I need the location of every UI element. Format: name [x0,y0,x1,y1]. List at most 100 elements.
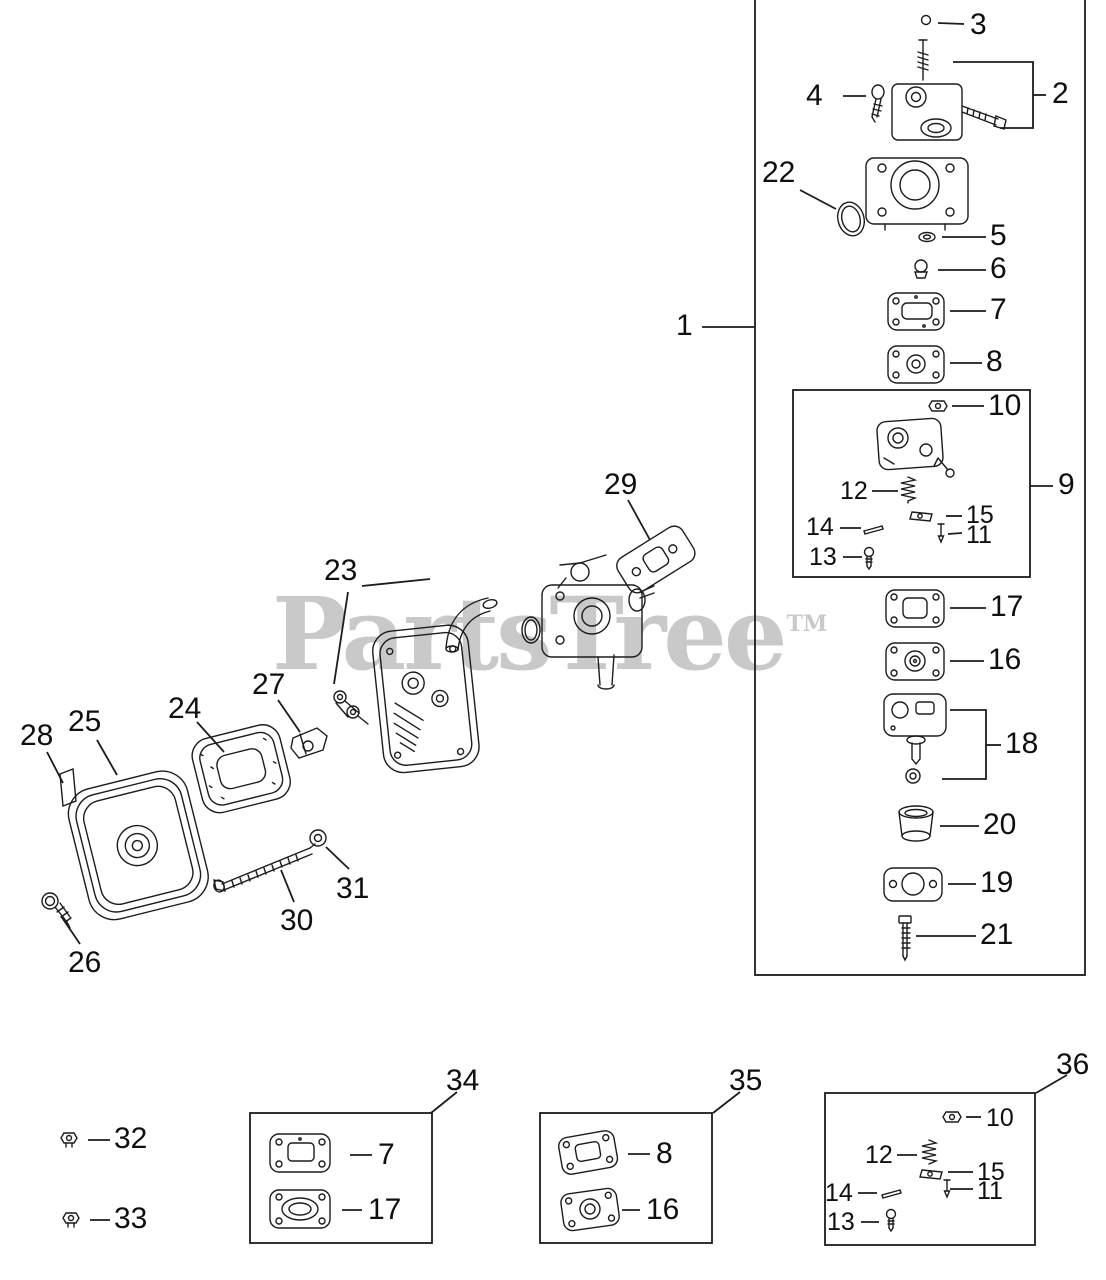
part-30-bolt-drawing [213,843,316,893]
callout-28: 28 [20,719,54,752]
callout-13: 13 [809,543,837,571]
carburetor-drawing [521,554,655,690]
part-33-nut-drawing [62,1212,80,1228]
part-20-cup-drawing [898,805,934,842]
backplate-drawing [372,624,480,774]
kit-box-35 [539,1112,713,1244]
callout-33: 33 [114,1202,148,1235]
callout-21: 21 [980,918,1014,951]
kit36-part-11-needle-drawing [943,1179,951,1199]
part-17-gasket-drawing [885,589,945,628]
kit36-part-14-pin-drawing [881,1189,902,1199]
part-18-pump-body-drawing [883,693,947,766]
callout-kit36-14: 14 [825,1179,853,1207]
callout-2: 2 [1052,77,1069,110]
metering-set-box-9 [792,389,1031,578]
kit36-part-10-drawing [942,1111,962,1123]
callout-kit34-7: 7 [378,1138,395,1171]
part-28-strip-drawing [59,768,77,807]
part-32-nut-drawing [60,1132,78,1148]
callout-16: 16 [988,643,1022,676]
callout-12: 12 [840,477,868,505]
part-22-oring-drawing [836,201,866,237]
part-4-screw-drawing [871,84,885,123]
callout-kit35-8: 8 [656,1137,673,1170]
elbow-pipe-drawing [445,597,498,653]
part-19-flange-drawing [883,867,943,902]
part-13-screw-drawing [863,546,875,571]
part-15-lever-drawing [909,511,933,522]
kit34-part-7-drawing [269,1133,331,1173]
part-14-pin-drawing [863,525,884,535]
callout-6: 6 [990,252,1007,285]
part-drawings [41,14,1007,1233]
callout-19: 19 [980,866,1014,899]
callout-36: 36 [1056,1048,1090,1081]
part-21-screw-drawing [898,915,912,962]
callout-kit35-16: 16 [646,1193,680,1226]
kit35-part-16-drawing [560,1187,620,1232]
part-11-needle-drawing [937,523,945,544]
part-7-gasket-drawing [887,292,945,331]
kit-box-34 [249,1112,433,1244]
part-10-nut-drawing [928,400,948,412]
main-assembly-box [754,0,1086,976]
callout-5: 5 [990,219,1007,252]
watermark-text: PartsTree [272,575,788,693]
part-12-spring-drawing [900,476,918,504]
callout-7: 7 [990,293,1007,326]
callout-34: 34 [446,1064,480,1097]
part-26-screw-drawing [41,892,72,929]
callout-3: 3 [970,8,987,41]
callout-32: 32 [114,1122,148,1155]
callout-24: 24 [168,692,202,725]
callout-15: 15 [966,501,994,529]
callout-11: 11 [966,521,992,549]
callout-22: 22 [762,156,796,189]
watermark: PartsTreeTM [272,584,827,684]
part-18-nut-drawing [905,768,921,784]
callout-kit36-11: 11 [977,1177,1003,1205]
callout-18: 18 [1005,727,1039,760]
callout-8: 8 [986,345,1003,378]
callout-26: 26 [68,946,102,979]
callout-kit34-17: 17 [368,1193,402,1226]
callout-kit36-10: 10 [986,1104,1014,1132]
callout-30: 30 [280,904,314,937]
watermark-tm-mark: TM [786,611,828,637]
callout-17: 17 [990,590,1024,623]
part-25-cover-drawing [67,770,209,921]
callout-4: 4 [806,79,823,112]
callout-29: 29 [604,468,638,501]
assembly-boxes [249,0,1086,1246]
leader-lines [46,22,1068,1223]
callout-31: 31 [336,872,370,905]
part-27-bracket-drawing [290,727,328,759]
callout-kit36-15: 15 [977,1158,1005,1186]
carburetor-body-drawing [865,157,969,231]
callout-23: 23 [324,554,358,587]
kit35-part-8-drawing [558,1130,619,1175]
part-6-cap-drawing [914,259,928,279]
kit36-part-13-screw-drawing [885,1208,897,1233]
kit-box-36 [824,1092,1036,1246]
part-8-diaphragm-drawing [887,345,945,384]
part-5-washer-drawing [918,231,936,243]
callout-9: 9 [1058,468,1075,501]
part-3-plug-drawing [920,14,932,26]
callout-kit36-12: 12 [865,1141,893,1169]
part-24-filter-element-drawing [191,724,291,814]
callout-10: 10 [988,389,1022,422]
kit34-part-17-drawing [269,1189,331,1229]
callout-35: 35 [729,1064,763,1097]
callout-kit36-13: 13 [827,1208,855,1236]
callout-14: 14 [806,513,834,541]
callout-1: 1 [676,309,693,342]
metering-body-drawing [876,417,955,478]
part-16-diaphragm-drawing [885,642,945,681]
kit36-part-15-lever-drawing [919,1169,943,1180]
kit36-part-12-spring-drawing [921,1139,939,1165]
part-31-washer-drawing [309,829,327,847]
